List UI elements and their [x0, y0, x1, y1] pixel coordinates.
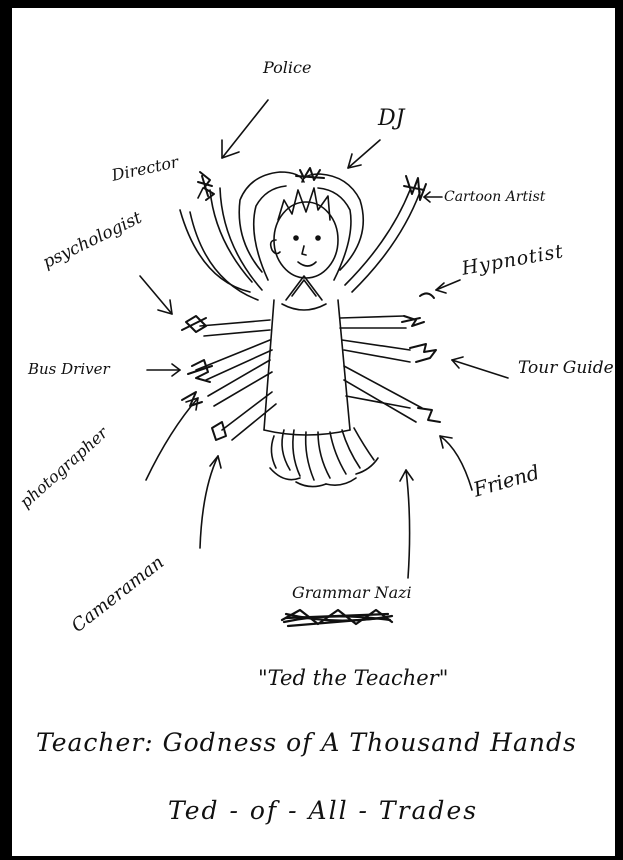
- label-grammar-nazi: Grammar Nazi: [292, 585, 412, 601]
- figure-legs: [270, 428, 378, 487]
- arrow-psychologist: [140, 276, 172, 314]
- label-bus-driver: Bus Driver: [28, 362, 110, 377]
- arrow-cartoon-artist: [424, 192, 442, 202]
- scribble-crossout: [282, 610, 392, 626]
- caption-line-2: Ted - of - All - Trades: [168, 798, 478, 823]
- figure-torso: [264, 300, 350, 435]
- label-police: Police: [263, 60, 311, 76]
- arrow-bus-driver: [147, 364, 180, 376]
- figure-head: [271, 188, 338, 278]
- arrow-friend: [440, 436, 472, 490]
- arrow-photographer: [146, 398, 198, 480]
- label-dj: DJ: [378, 108, 404, 130]
- arrow-police: [222, 100, 268, 158]
- label-cartoon-artist: Cartoon Artist: [444, 190, 545, 204]
- figure-prayer-hands: [282, 276, 326, 310]
- caption-title: "Ted the Teacher": [258, 668, 448, 689]
- arrow-cameraman: [200, 456, 221, 548]
- arrow-tour-guide: [452, 357, 508, 378]
- arrow-director: [198, 188, 203, 198]
- figure-arms-side: [196, 316, 422, 440]
- label-tour-guide: Tour Guide: [518, 360, 614, 377]
- hands-side: [182, 344, 440, 440]
- caption-line-1: Teacher: Godness of A Thousand Hands: [36, 730, 577, 755]
- arrow-grammar-nazi: [400, 470, 413, 578]
- arrow-hypnotist: [436, 280, 460, 293]
- arrow-dj: [348, 140, 380, 168]
